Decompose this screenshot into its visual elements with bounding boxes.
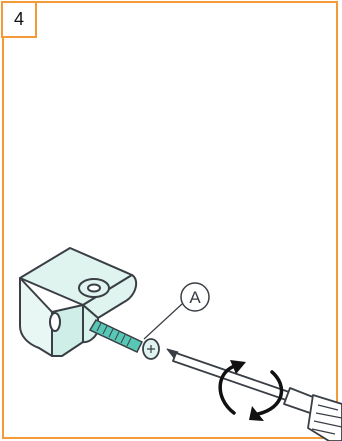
screw-icon (90, 320, 159, 359)
callout-leader (144, 304, 182, 339)
screwdriver-icon (167, 349, 342, 441)
callout-label: A (189, 288, 201, 307)
